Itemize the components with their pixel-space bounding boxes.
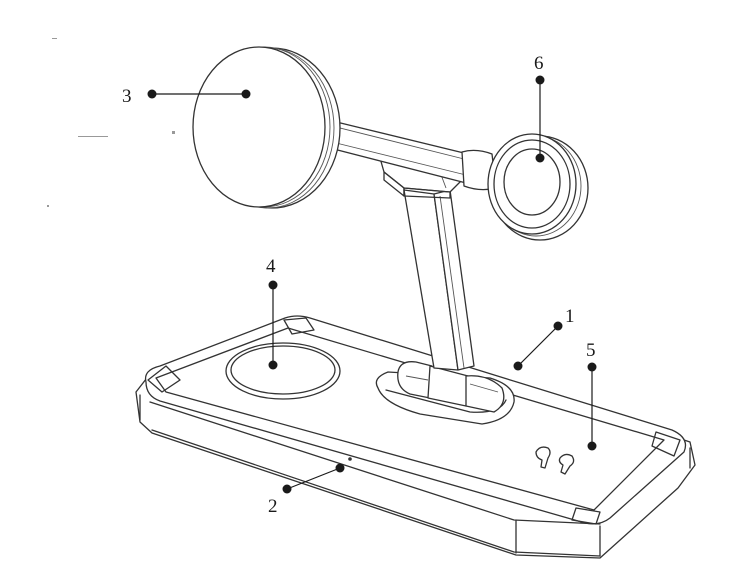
callout-1-label: 1 (565, 306, 575, 327)
base-bottom-band (151, 429, 601, 557)
corner-pad-left (147, 365, 181, 393)
callout-2-label: 2 (268, 496, 278, 517)
callout-5-end-dot (587, 362, 597, 372)
callout-1-dot (513, 361, 523, 371)
callout-4-end-dot (268, 280, 278, 290)
hinge (375, 361, 515, 425)
callout-6-end-dot (535, 75, 545, 85)
callout-1: 1 (513, 306, 575, 371)
base-front-edge (149, 401, 601, 525)
corner-pad-top (283, 317, 315, 335)
callout-5: 5 (586, 340, 597, 451)
base (135, 315, 696, 559)
callout-5-label: 5 (586, 340, 596, 361)
callout-6-dot (535, 153, 545, 163)
callout-2-end-dot (282, 484, 292, 494)
callout-3: 3 (122, 86, 251, 107)
post (403, 189, 475, 371)
callout-3-label: 3 (122, 86, 132, 107)
wireless-pad-outer (225, 342, 341, 400)
phone-charger (192, 46, 341, 209)
callout-1-end-dot (553, 321, 563, 331)
indicator-light (348, 457, 352, 461)
watch-charger (487, 133, 589, 241)
wireless-pad-inner (230, 345, 336, 395)
watch-charger-puck (503, 148, 561, 216)
callout-6: 6 (534, 53, 545, 163)
callout-4-label: 4 (266, 256, 276, 277)
scan-specks (47, 38, 175, 207)
base-skirt-edges (139, 394, 691, 557)
callout-5-dot (587, 441, 597, 451)
callout-2-dot (335, 463, 345, 473)
base-top-face (144, 315, 687, 525)
hinge-knuckle-right (465, 375, 505, 413)
callout-6-label: 6 (534, 53, 544, 74)
corner-pad-right (651, 431, 681, 457)
earbuds-icon (535, 446, 575, 475)
callout-2: 2 (268, 463, 345, 517)
callout-3-end-dot (147, 89, 157, 99)
callout-3-dot (241, 89, 251, 99)
callout-4-dot (268, 360, 278, 370)
phone-pad-face (192, 46, 326, 208)
callout-4: 4 (266, 256, 278, 370)
